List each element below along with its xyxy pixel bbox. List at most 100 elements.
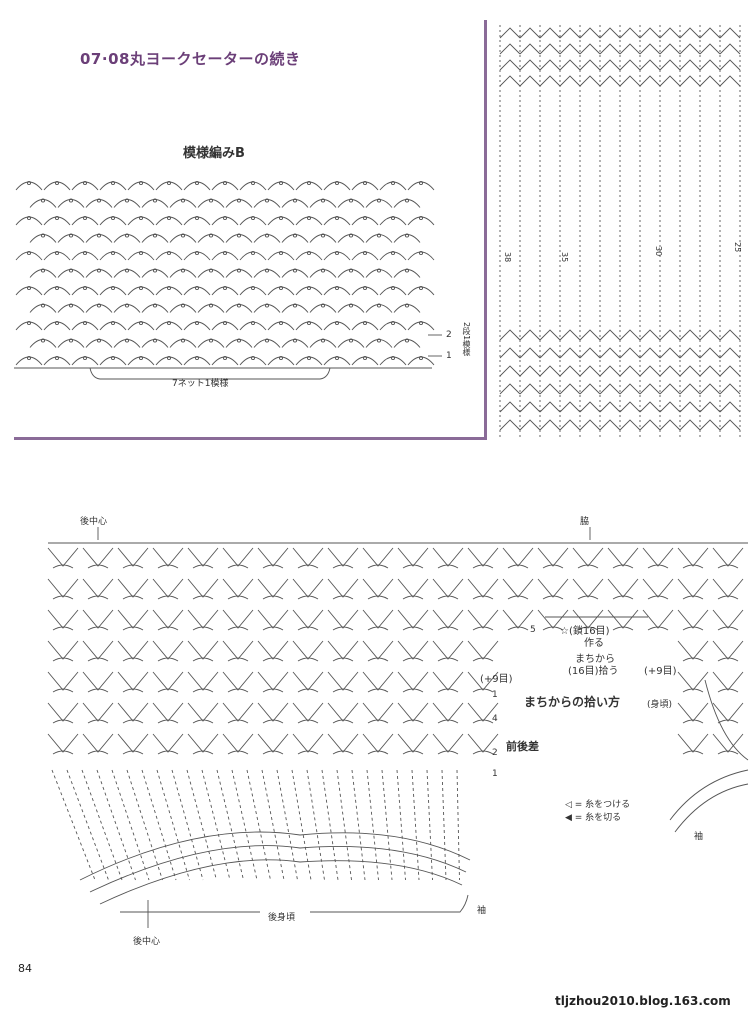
chain-arc <box>507 564 529 569</box>
picot-dot <box>54 320 60 326</box>
picot-dot <box>334 355 340 361</box>
picot-dot <box>278 180 284 186</box>
chain-arc <box>332 657 354 662</box>
fan-bottom <box>579 419 601 431</box>
net-arch <box>141 199 169 208</box>
picot-dot <box>138 250 144 256</box>
fan-top <box>539 59 561 71</box>
net-arch <box>407 356 435 366</box>
fan-bottom <box>499 419 521 431</box>
fan-top <box>699 27 721 39</box>
chain-arc <box>402 626 424 631</box>
net-arch <box>211 286 239 296</box>
net-arch <box>239 251 267 261</box>
fan-stitch <box>642 547 674 567</box>
fan-stitch <box>432 702 464 722</box>
picot-dot <box>40 198 46 203</box>
fan-bottom <box>679 419 701 431</box>
fan-bottom <box>619 383 641 395</box>
fan-stitch <box>47 671 79 691</box>
frame-right-line <box>484 20 487 440</box>
picot-dot <box>166 285 172 291</box>
yoke-strand <box>321 769 339 881</box>
fan-stitch <box>82 547 114 567</box>
net-arch <box>379 356 407 366</box>
yoke-strand <box>171 769 204 881</box>
fan-stitch <box>467 640 499 660</box>
picot-dot <box>236 233 242 238</box>
net-arch <box>309 304 337 313</box>
net-arch <box>113 234 141 243</box>
fan-stitch <box>117 547 149 567</box>
net-arch <box>127 286 155 296</box>
chain-arc <box>262 657 284 662</box>
net-arch <box>239 356 267 366</box>
fan-stitch <box>292 547 324 567</box>
fan-bottom <box>579 401 601 413</box>
row-4: 4 <box>492 714 498 724</box>
chain-arc <box>682 688 704 693</box>
chain-arc <box>52 595 74 600</box>
net-arch <box>225 269 253 278</box>
fan-top <box>559 59 581 71</box>
net-arch <box>309 234 337 243</box>
chain-arc <box>332 595 354 600</box>
picot-dot <box>40 303 46 308</box>
chain-arc <box>192 626 214 631</box>
chain-arc <box>122 626 144 631</box>
picot-dot <box>236 268 242 273</box>
net-arch <box>99 181 127 191</box>
picot-dot <box>250 180 256 186</box>
fan-bottom <box>599 401 621 413</box>
picot-dot <box>152 268 158 273</box>
row-2: 2 <box>492 748 498 758</box>
net-arch <box>43 216 71 226</box>
picot-dot <box>194 215 200 221</box>
net-arch <box>365 199 393 208</box>
fan-stitch <box>537 609 569 629</box>
picot-dot <box>68 268 74 273</box>
picot-dot <box>278 320 284 326</box>
fan-stitch <box>467 609 499 629</box>
net-arch <box>379 286 407 296</box>
make-note: 作る <box>584 638 604 649</box>
back-center-bottom-label: 後中心 <box>133 937 161 947</box>
net-arch <box>407 286 435 296</box>
fan-bottom <box>519 383 541 395</box>
fan-bottom <box>499 383 521 395</box>
fan-stitch <box>712 547 744 567</box>
sleeve-left-label: 袖 <box>477 906 487 916</box>
picot-dot <box>54 215 60 221</box>
net-arch <box>365 269 393 278</box>
fan-stitch <box>222 640 254 660</box>
fan-stitch <box>502 578 534 598</box>
yoke-strand <box>441 769 447 881</box>
net-arch <box>365 234 393 243</box>
picot-dot <box>194 180 200 186</box>
picot-dot <box>82 285 88 291</box>
picot-dot <box>124 268 130 273</box>
fan-bottom <box>679 383 701 395</box>
fan-bottom <box>659 383 681 395</box>
chain-arc <box>437 595 459 600</box>
fan-stitch <box>292 578 324 598</box>
chain-arc <box>297 657 319 662</box>
fan-top <box>699 59 721 71</box>
picot-dot <box>40 268 46 273</box>
page-number: 84 <box>18 962 32 975</box>
chain-arc <box>192 750 214 755</box>
fan-stitch <box>677 671 709 691</box>
chain-arc <box>472 564 494 569</box>
fan-stitch <box>47 733 79 753</box>
fan-stitch <box>362 733 394 753</box>
picot-dot <box>390 355 396 361</box>
net-arch <box>211 216 239 226</box>
fan-stitch <box>187 547 219 567</box>
chain-arc <box>87 750 109 755</box>
picot-dot <box>82 355 88 361</box>
fan-bottom <box>499 401 521 413</box>
net-arch <box>29 339 57 348</box>
net-arch <box>57 234 85 243</box>
chain-arc <box>332 564 354 569</box>
